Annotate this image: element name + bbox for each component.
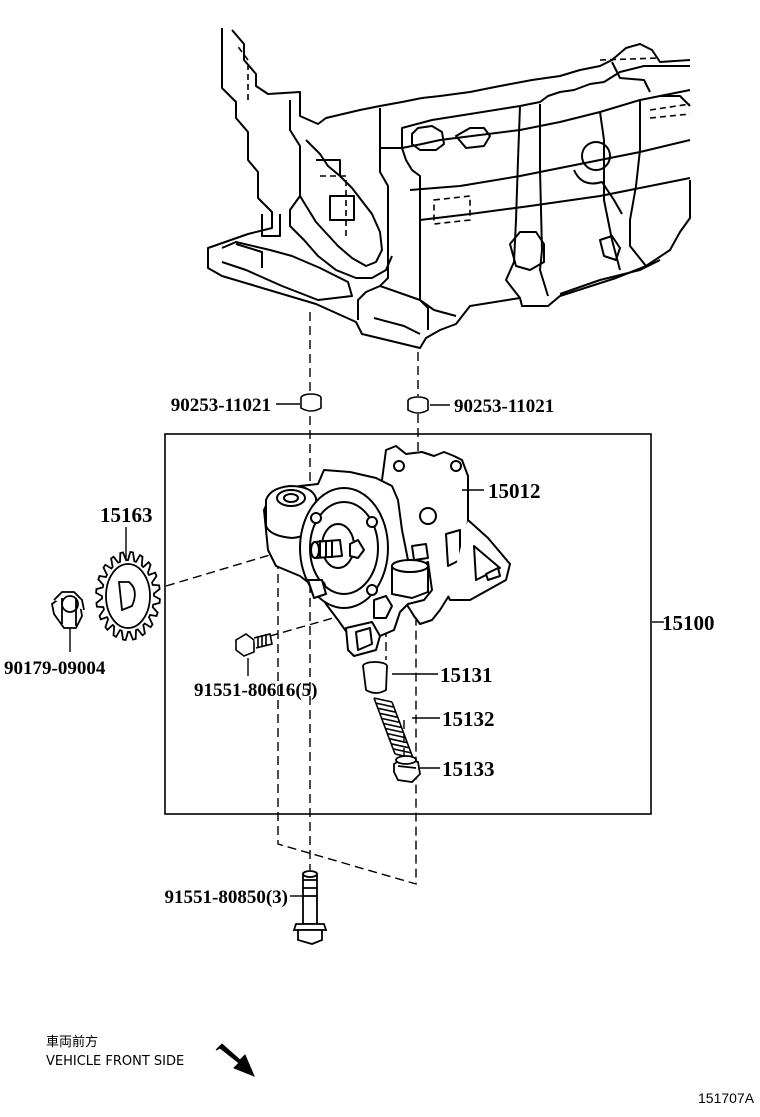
part-labels: 90253-11021 90253-11021 15012 15163 9017… (4, 395, 715, 908)
dowel-pin-right (407, 396, 429, 414)
label-spring: 15132 (442, 707, 495, 731)
flange-nut (51, 591, 85, 629)
front-side-en-label: VEHICLE FRONT SIDE (46, 1054, 184, 1069)
label-sprocket: 15163 (100, 503, 153, 527)
label-nut: 90179-09004 (4, 658, 106, 679)
oil-pump-housing (263, 445, 511, 657)
label-plug: 15133 (442, 757, 495, 781)
label-dowel-left: 90253-11021 (171, 395, 271, 416)
label-dowel-right: 90253-11021 (454, 396, 554, 417)
plug (393, 755, 421, 783)
label-pump-assembly: 15100 (662, 611, 715, 635)
figure-code: 151707A (698, 1090, 755, 1106)
label-relief-valve: 15131 (440, 663, 493, 687)
sprocket-gear (95, 550, 161, 642)
relief-valve (362, 661, 388, 694)
assembly-box (164, 433, 652, 815)
label-long-bolt: 91551-80850(3) (165, 887, 288, 908)
front-side-indicator: 車両前方 VEHICLE FRONT SIDE (46, 1034, 255, 1077)
engine-block-hidden-lines (235, 43, 691, 240)
long-bolt (292, 870, 328, 945)
label-pump-housing: 15012 (488, 479, 541, 503)
engine-block (207, 28, 691, 349)
leader-lines (69, 403, 664, 897)
front-arrow-icon (215, 1043, 255, 1077)
label-small-bolt: 91551-80616(5) (194, 680, 317, 701)
relief-spring (373, 697, 414, 759)
small-bolt (235, 633, 273, 657)
dowel-pin-left (300, 393, 322, 412)
front-side-jp-label: 車両前方 (46, 1034, 98, 1050)
